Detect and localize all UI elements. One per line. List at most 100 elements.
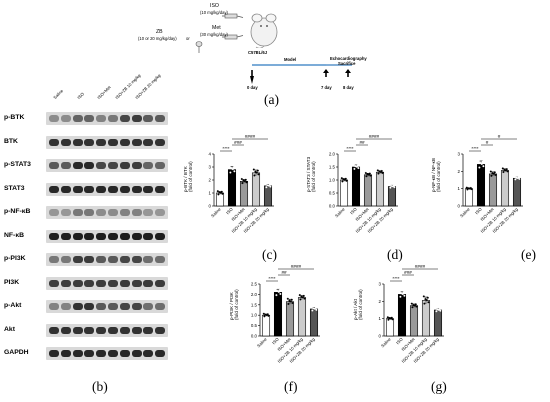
significance-label: #### <box>245 134 256 139</box>
bar <box>263 185 273 207</box>
data-point <box>340 177 343 180</box>
data-point <box>216 190 219 193</box>
panel-label-f: (f) <box>284 379 298 394</box>
blot-band <box>60 256 71 263</box>
data-point <box>352 163 355 166</box>
data-point <box>245 181 248 184</box>
data-point <box>492 172 495 175</box>
x-tick-label: ISO <box>271 336 280 345</box>
y-tick-label: 0.5 <box>329 191 336 196</box>
blot-band <box>119 185 130 193</box>
significance-label: # <box>498 134 501 139</box>
blot-band <box>49 138 59 146</box>
significance-label: ## <box>359 140 365 145</box>
blot-band <box>108 115 118 122</box>
blot-band <box>131 303 142 310</box>
data-point <box>241 182 244 185</box>
blot-band <box>72 303 83 310</box>
data-point <box>355 165 358 168</box>
x-tick-label: ISO <box>225 206 234 215</box>
data-point <box>377 172 380 175</box>
blot-band <box>84 303 95 310</box>
zb-dose: (10 or 20 mg/kg/day) <box>138 36 177 41</box>
blot-band <box>60 162 71 169</box>
blot-band <box>60 115 71 122</box>
bar <box>297 297 307 337</box>
data-point <box>468 187 471 190</box>
data-point <box>376 169 379 172</box>
data-point <box>264 183 267 186</box>
blot-band <box>131 326 142 334</box>
blot-row-label: p-Akt <box>4 302 22 309</box>
blot-band <box>155 209 166 216</box>
blot-band <box>72 350 83 357</box>
data-point <box>425 299 428 302</box>
x-tick-label: Saline <box>380 336 392 348</box>
data-point <box>267 314 270 317</box>
data-point <box>415 305 418 308</box>
data-point <box>506 170 509 173</box>
blot-band <box>131 185 142 193</box>
blot-band <box>49 326 59 334</box>
data-point <box>478 166 481 169</box>
met-title: Met <box>212 25 221 31</box>
panel-label-c: (c) <box>262 247 277 262</box>
blot-band <box>108 209 118 216</box>
data-point <box>493 171 496 174</box>
blot-band <box>143 185 154 193</box>
blot-band <box>108 326 118 334</box>
blot-band <box>84 138 95 146</box>
significance-label: **** <box>346 146 353 151</box>
blot-band <box>60 303 71 310</box>
blot-band <box>119 279 130 287</box>
or-text: or <box>186 36 190 41</box>
blot-row-label: BTK <box>4 137 18 145</box>
blot-band <box>72 138 83 146</box>
data-point <box>423 302 426 305</box>
data-point <box>228 164 231 167</box>
panel-label-a: (a) <box>264 92 279 107</box>
data-point <box>422 295 425 298</box>
blot-band <box>84 256 95 263</box>
data-point <box>439 309 442 312</box>
data-point <box>302 294 305 297</box>
y-tick-label: 2.0 <box>251 292 258 297</box>
data-point <box>274 287 277 290</box>
significance-label: # <box>486 140 489 145</box>
y-tick-label: 0.5 <box>251 323 258 328</box>
blot-band <box>108 138 118 146</box>
blot-band <box>60 185 71 193</box>
blot-band <box>72 162 83 169</box>
ylabel-f: p-PI3K / PI3K(fold of control) <box>229 289 239 320</box>
data-point <box>357 167 360 170</box>
blot-band <box>72 209 83 216</box>
data-point <box>504 169 507 172</box>
y-tick-label: 2.0 <box>329 152 336 157</box>
data-point <box>482 165 485 168</box>
data-point <box>255 171 258 174</box>
data-point <box>386 316 389 319</box>
blot-band <box>72 279 83 287</box>
blot-band <box>60 209 71 216</box>
blot-strip <box>46 300 168 313</box>
y-tick-label: 3 <box>458 152 461 157</box>
blot-band <box>72 256 83 263</box>
blot-band <box>143 138 154 146</box>
blot-band <box>155 256 166 263</box>
data-point <box>275 294 278 297</box>
bar <box>409 305 419 337</box>
data-point <box>231 168 234 171</box>
data-point <box>516 177 519 180</box>
data-point <box>388 183 391 186</box>
data-point <box>413 304 416 307</box>
data-point <box>514 178 517 181</box>
data-point <box>303 297 306 300</box>
data-point <box>310 306 313 309</box>
data-point <box>290 298 293 301</box>
data-point <box>243 180 246 183</box>
data-point <box>365 175 368 178</box>
data-point <box>411 306 414 309</box>
mouse-strain: C57BL/6J <box>248 50 268 55</box>
data-point <box>286 297 289 300</box>
blot-band <box>84 232 95 240</box>
